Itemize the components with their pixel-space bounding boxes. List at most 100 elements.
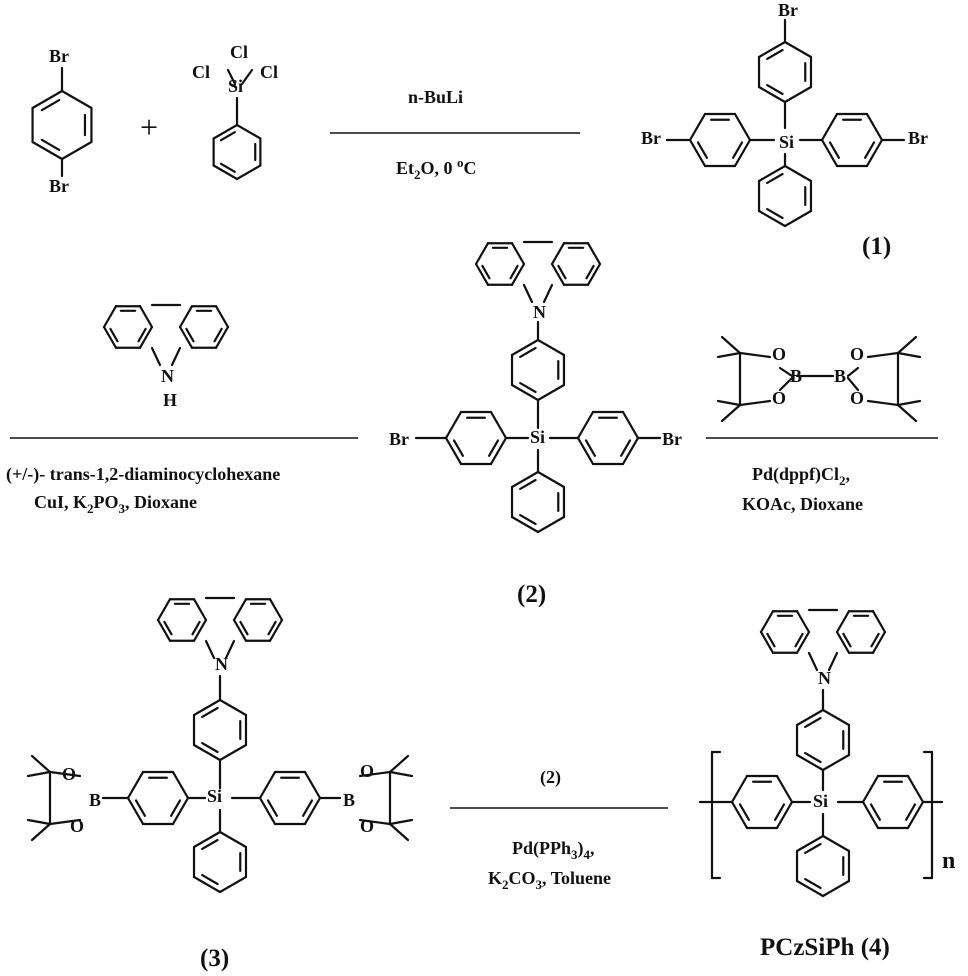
monomer3-carbazole-left-ring-double <box>163 620 173 636</box>
polymer-carbazole-left-ring-edge <box>795 610 811 634</box>
pin-left-b <box>738 399 772 407</box>
product2-carbazole-left-ring-edge <box>510 242 526 266</box>
product2-ring-left-edge <box>444 436 463 466</box>
dibromobenzene-ring-edge <box>31 89 64 110</box>
carbazole-n: N <box>161 366 174 386</box>
monomer3-pin-left-m2 <box>26 770 52 778</box>
monomer3-pin-left-m4 <box>26 818 52 826</box>
trichlorosilane-cl-top: Cl <box>230 42 248 62</box>
product1-ring-left-edge <box>733 112 752 142</box>
pin-left-m2 <box>716 351 742 359</box>
compound-label-3: (3) <box>200 945 229 972</box>
polymer-ring-bottom-edge <box>795 879 825 898</box>
monomer3-ring-left-double <box>170 799 182 817</box>
pin-right-m3 <box>896 403 918 423</box>
monomer3-carbazole-left-ring-edge <box>156 598 172 622</box>
phenyl-ring-double <box>219 131 236 142</box>
product2-br-right: Br <box>662 429 682 449</box>
product2-ring-left-double <box>488 439 500 457</box>
monomer3-b-right: B <box>343 790 355 810</box>
polymer-ring-right-edge <box>861 774 880 804</box>
pin-left-m1 <box>720 335 742 355</box>
step3-conditions: KOAc, Dioxane <box>742 494 863 514</box>
monomer3-carbazole-left-ring-edge <box>192 598 208 622</box>
dibromobenzene-ring-edge <box>60 89 93 110</box>
polymer-repeat-n: n <box>942 848 955 874</box>
monomer3-pin-right-m2 <box>388 770 414 778</box>
product2-ring-right-edge <box>621 410 640 440</box>
product1-br-top: Br <box>778 0 798 20</box>
polymer-ring-bottom-double <box>804 878 822 890</box>
carbazole-reagent-cn-left <box>150 346 162 367</box>
polymer-ring-top-edge <box>795 708 825 727</box>
product2-ring-left-edge <box>489 410 508 440</box>
step2-conditions: CuI, K2PO3, Dioxane <box>34 492 197 516</box>
polymer-carbazole-right-ring-edge <box>835 610 851 634</box>
monomer3-pin-right-m4 <box>388 818 414 826</box>
dibromobenzene-ring-edge <box>60 140 93 161</box>
polymer-carbazole-cn-right <box>827 651 839 672</box>
product1-ring-top-edge <box>783 40 813 59</box>
b2pin2-o1: O <box>772 344 786 364</box>
monomer3-ring-top-double <box>201 742 219 754</box>
monomer3-pin-left-m1 <box>30 754 52 774</box>
polymer-ring-bottom-edge <box>821 879 851 898</box>
pin-right-b <box>866 399 900 407</box>
polymer-carbazole-left-ring-double <box>766 632 776 648</box>
product2-si: Si <box>530 427 545 447</box>
polymer-ring-left-edge <box>730 800 749 830</box>
product1-ring-right-edge <box>820 112 839 142</box>
product2-carbazole-cn-left <box>522 283 534 304</box>
product1-ring-right-edge <box>865 112 884 142</box>
monomer3-pin-right-m1 <box>388 754 410 774</box>
dibromobenzene-ring-edge <box>31 140 64 161</box>
monomer3-carbazole-cn-left <box>204 639 216 660</box>
monomer3-ring-right-double <box>302 799 314 817</box>
polymer-ring-top-edge <box>821 753 851 772</box>
monomer3-pin-left-b <box>48 818 82 826</box>
polymer-ring-right-double <box>905 803 917 821</box>
carbazole-reagent-right-ring-edge <box>178 305 194 329</box>
product1-br-left: Br <box>641 128 661 148</box>
product1-ring-right-edge <box>820 138 839 168</box>
polymer-carbazole-right-ring-edge <box>871 630 887 654</box>
dibromobenzene-br-top: Br <box>49 46 69 66</box>
compound-label-2: (2) <box>517 581 546 608</box>
product2-ring-top-double <box>519 382 537 394</box>
product2-ring-bottom-edge <box>536 470 566 489</box>
monomer3-pin-left-a <box>48 770 82 778</box>
step4-reagent: (2) <box>540 767 561 788</box>
polymer-ring-top-edge <box>795 753 825 772</box>
carbazole-reagent-left-ring-edge <box>102 305 118 329</box>
polymer-ring-right-edge <box>906 774 925 804</box>
polymer-si: Si <box>813 791 828 811</box>
trichlorosilane-cl-left: Cl <box>192 62 210 82</box>
polymer-carbazole-right-ring-edge <box>871 610 887 634</box>
product1-ring-right-double <box>828 141 840 159</box>
step4-catalyst: Pd(PPh3)4, <box>512 838 595 862</box>
pin-right-m1 <box>896 335 918 355</box>
product2-ring-right-double <box>620 439 632 457</box>
monomer3-ring-right-edge <box>303 770 322 800</box>
product2-ring-top-edge <box>510 338 540 357</box>
carbazole-reagent-right-ring-double <box>213 327 223 343</box>
compound-label-1: (1) <box>862 233 891 260</box>
polymer-ring-left-edge <box>775 774 794 804</box>
product2-ring-right-edge <box>621 436 640 466</box>
polymer-ring-right-double <box>869 803 881 821</box>
polymer-carbazole-left-ring-edge <box>795 630 811 654</box>
monomer3-carbazole-cn-right <box>224 639 236 660</box>
polymer-ring-left-double <box>774 803 786 821</box>
monomer3-o2: O <box>70 816 84 836</box>
bond <box>240 68 254 86</box>
product1-ring-left-double <box>732 141 744 159</box>
monomer3-pin-right-m3 <box>388 822 410 842</box>
carbazole-reagent-right-ring-edge <box>214 325 230 349</box>
product2-ring-bottom-edge <box>510 470 540 489</box>
step3-catalyst: Pd(dppf)Cl2, <box>752 464 850 488</box>
pin-right-m2 <box>896 351 922 359</box>
product1-ring-left-edge <box>688 112 707 142</box>
monomer3-o1: O <box>62 764 76 784</box>
monomer3-ring-left-edge <box>126 770 145 800</box>
